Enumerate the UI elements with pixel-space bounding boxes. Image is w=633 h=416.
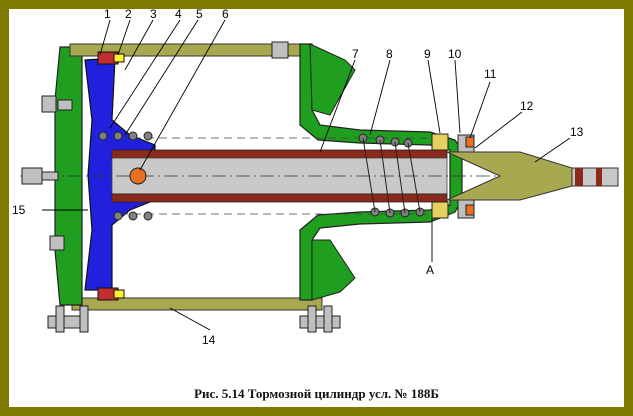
- release-spring: [98, 131, 425, 221]
- callout-2: 2: [125, 7, 132, 21]
- rod-end: [571, 167, 619, 187]
- callout-7: 7: [352, 47, 359, 61]
- callout-1: 1: [104, 7, 111, 21]
- figure-caption: Рис. 5.14 Тормозной цилиндр усл. № 188Б: [194, 386, 439, 401]
- callout-14: 14: [202, 333, 216, 347]
- callout-3: 3: [150, 7, 157, 21]
- cylinder-wall-upper: [309, 43, 356, 116]
- callout-4: 4: [175, 7, 182, 21]
- rod-end-band-2: [596, 168, 602, 186]
- callout-9: 9: [424, 47, 431, 61]
- callout-15: 15: [12, 203, 26, 217]
- pin-marker-bottom: [465, 204, 475, 216]
- callout-5: 5: [196, 7, 203, 21]
- leader-lines: [42, 19, 571, 331]
- callout-6: 6: [222, 7, 229, 21]
- rod-pin-marker: [129, 167, 147, 185]
- callout-12: 12: [520, 99, 534, 113]
- callout-13: 13: [570, 125, 584, 139]
- callout-8: 8: [386, 47, 393, 61]
- callout-a: А: [426, 263, 434, 277]
- callout-11: 11: [484, 67, 497, 81]
- felt-ring-top: [113, 53, 125, 63]
- felt-ring-bottom: [113, 289, 125, 299]
- mounting-bolts: [21, 41, 341, 333]
- bushing-felt-bottom: [431, 201, 449, 219]
- cylinder-wall-lower: [311, 239, 356, 301]
- callout-10: 10: [448, 47, 462, 61]
- bushing-felt-top: [431, 133, 449, 151]
- pin-marker-top: [465, 136, 475, 148]
- rod-end-band-1: [575, 168, 583, 186]
- rod-extension: [446, 151, 573, 201]
- hollow-rod-wall-bottom: [111, 193, 448, 203]
